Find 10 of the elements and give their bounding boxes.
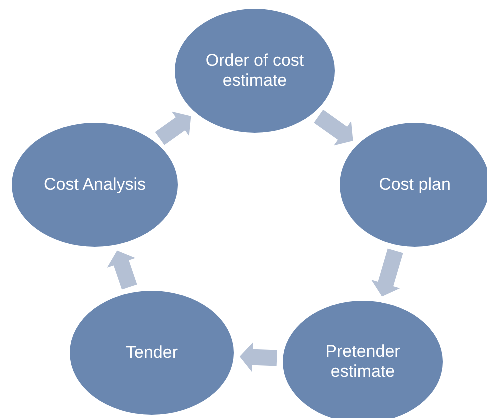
node-label: Cost plan (379, 174, 451, 196)
node-label: Tender (126, 342, 178, 364)
node-label: Order of cost estimate (204, 50, 306, 92)
node-label: Cost Analysis (44, 174, 146, 196)
block-arrow (107, 250, 138, 290)
block-arrow (372, 248, 404, 297)
block-arrow (314, 110, 354, 146)
block-arrow (240, 342, 278, 372)
block-arrow (155, 112, 192, 146)
node-label: Pretender estimate (324, 342, 402, 382)
